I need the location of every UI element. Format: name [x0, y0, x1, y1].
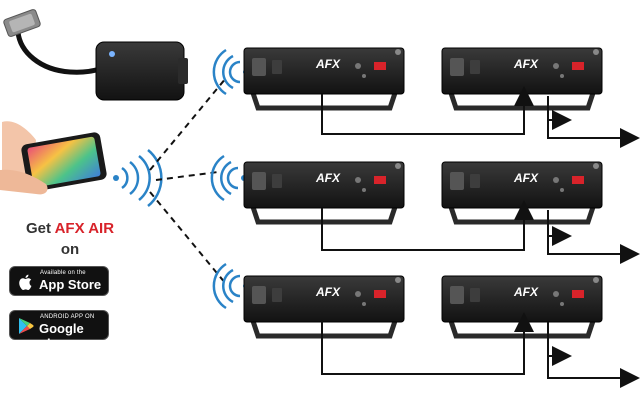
fixture-display: [572, 176, 584, 184]
fixture-body: [243, 275, 405, 323]
wireless-link-row-3: [149, 191, 227, 285]
fixture-bracket: [445, 311, 599, 339]
fixture-dmx-socket: [272, 60, 282, 74]
fixture-button: [553, 291, 559, 297]
fixture-button: [355, 177, 361, 183]
fixture-button: [355, 291, 361, 297]
wireless-links: [149, 77, 227, 285]
fixture-wireless-signals: [210, 48, 249, 310]
xlr-connector: [3, 9, 105, 75]
fixture-bracket: [247, 197, 401, 225]
fixture-dmx-socket: [470, 60, 480, 74]
fixture-brand-logo: AFX: [315, 171, 341, 185]
fixture-brand-logo: AFX: [315, 57, 341, 71]
dmx-cable-row-2-out-b: [547, 236, 640, 264]
app-store-badge[interactable]: Available on the App Store: [9, 266, 109, 296]
light-fixture: AFX: [243, 47, 405, 111]
fixture-screw: [593, 49, 599, 55]
fixture-bracket: [247, 83, 401, 111]
fixture-screw: [593, 277, 599, 283]
hand-holding-phone: [0, 121, 107, 195]
fixture-power-socket: [450, 172, 464, 190]
fixture-button: [553, 63, 559, 69]
apple-icon: [19, 274, 32, 290]
fixture-display: [374, 290, 386, 298]
dmx-daisy-chain: [321, 86, 640, 388]
wireless-link-row-2: [155, 171, 219, 181]
fixture-brand-logo: AFX: [513, 285, 539, 299]
fixture-screw: [395, 49, 401, 55]
fixture-bracket: [445, 83, 599, 111]
dmx-cable-row-1-link: [321, 86, 534, 135]
fixture-screw: [395, 277, 401, 283]
fixture-screw: [593, 163, 599, 169]
fixture-dmx-socket: [470, 174, 480, 188]
fixture-power-socket: [450, 58, 464, 76]
fixture-power-socket: [252, 172, 266, 190]
fixture-button: [560, 74, 564, 78]
google-play-big-label: Google play: [39, 321, 84, 351]
fixture-signal-icon: [212, 262, 249, 310]
fixture-dmx-socket: [470, 288, 480, 302]
wireless-dmx-transceiver: [95, 41, 188, 101]
fixture-body: [441, 47, 603, 95]
dmx-cable-row-3-link: [321, 312, 534, 375]
fixture-display: [572, 62, 584, 70]
wireless-link-row-1: [149, 77, 227, 171]
fixture-screw: [395, 163, 401, 169]
light-fixture: AFX: [441, 275, 603, 339]
fixture-display: [572, 290, 584, 298]
fixture-bracket: [445, 197, 599, 225]
fixture-bracket: [247, 311, 401, 339]
fixture-dmx-socket: [272, 174, 282, 188]
fixture-power-socket: [450, 286, 464, 304]
app-store-big-label: App Store: [39, 277, 102, 292]
fixture-signal-icon: [210, 154, 247, 202]
promo-on: on: [60, 241, 80, 258]
fixture-button: [553, 177, 559, 183]
fixture-button: [560, 302, 564, 306]
app-store-small-label: Available on the: [40, 270, 86, 276]
promo-brand: AFX AIR: [54, 220, 115, 237]
dmx-cable-row-2-link: [321, 200, 534, 251]
dmx-cable-row-3-out-b: [547, 356, 640, 388]
fixture-button: [362, 188, 366, 192]
fixture-dmx-socket: [272, 288, 282, 302]
fixture-power-socket: [252, 286, 266, 304]
fixture-body: [441, 161, 603, 209]
fixture-brand-logo: AFX: [513, 57, 539, 71]
fixture-body: [243, 47, 405, 95]
dmx-cable-row-3-out-a: [547, 322, 572, 366]
google-play-small-label: ANDROID APP ON: [40, 314, 95, 320]
light-fixture: AFX: [441, 47, 603, 111]
promo-headline: Get AFX AIR: [10, 220, 130, 237]
light-fixture: AFX: [243, 275, 405, 339]
promo-get-prefix: Get: [25, 220, 51, 237]
fixture-display: [374, 176, 386, 184]
google-play-badge[interactable]: ANDROID APP ON Google play: [9, 310, 109, 351]
fixture-display: [374, 62, 386, 70]
phone-wireless-signal: [113, 149, 163, 207]
fixture-power-socket: [252, 58, 266, 76]
fixture-button: [362, 302, 366, 306]
fixture-brand-logo: AFX: [513, 171, 539, 185]
fixture-body: [243, 161, 405, 209]
fixture-button: [355, 63, 361, 69]
fixture-button: [362, 74, 366, 78]
fixture-brand-logo: AFX: [315, 285, 341, 299]
dmx-cable-row-1-out-b: [547, 120, 640, 148]
fixture-button: [560, 188, 564, 192]
light-fixture: AFX: [441, 161, 603, 225]
fixtures: AFX AFX AFX AFX AFX AFX: [243, 47, 603, 339]
light-fixture: AFX: [243, 161, 405, 225]
fixture-body: [441, 275, 603, 323]
google-play-icon: [19, 318, 34, 334]
